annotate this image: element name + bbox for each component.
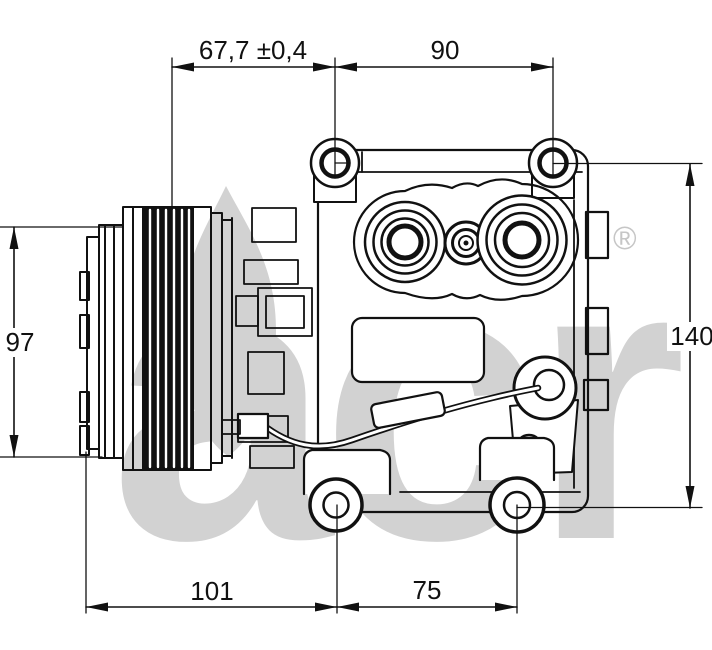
side-boss xyxy=(582,378,610,412)
label-plate xyxy=(350,316,486,384)
port-housing-outline xyxy=(352,178,580,301)
eyelet-ring xyxy=(512,355,578,421)
mounting-boss-bottom-left xyxy=(302,448,392,533)
wire-connector xyxy=(236,412,270,440)
dimension-top-left: 67,7 ±0,4 xyxy=(198,35,308,65)
wire-harness xyxy=(221,384,542,450)
dimension-arrowheads xyxy=(9,62,695,612)
side-boss xyxy=(584,306,610,356)
port-cluster xyxy=(352,178,580,301)
drop-shape xyxy=(180,186,276,456)
mounting-ear-top-left xyxy=(309,137,361,203)
dimension-annotations xyxy=(0,57,703,614)
side-boss xyxy=(584,210,610,260)
dimension-left: 97 xyxy=(0,328,40,357)
pulley-assembly xyxy=(79,206,233,471)
belt-grooves xyxy=(142,206,194,471)
registered-trademark-icon: ® xyxy=(613,220,637,256)
dimension-bottom-right: 75 xyxy=(412,575,442,605)
suction-port xyxy=(363,200,447,284)
dimension-bottom-left: 101 xyxy=(190,576,234,606)
crimp-sleeve xyxy=(370,391,446,429)
dimension-top-right: 90 xyxy=(430,35,460,65)
dimension-right: 140 xyxy=(667,322,712,351)
discharge-port xyxy=(476,194,568,286)
